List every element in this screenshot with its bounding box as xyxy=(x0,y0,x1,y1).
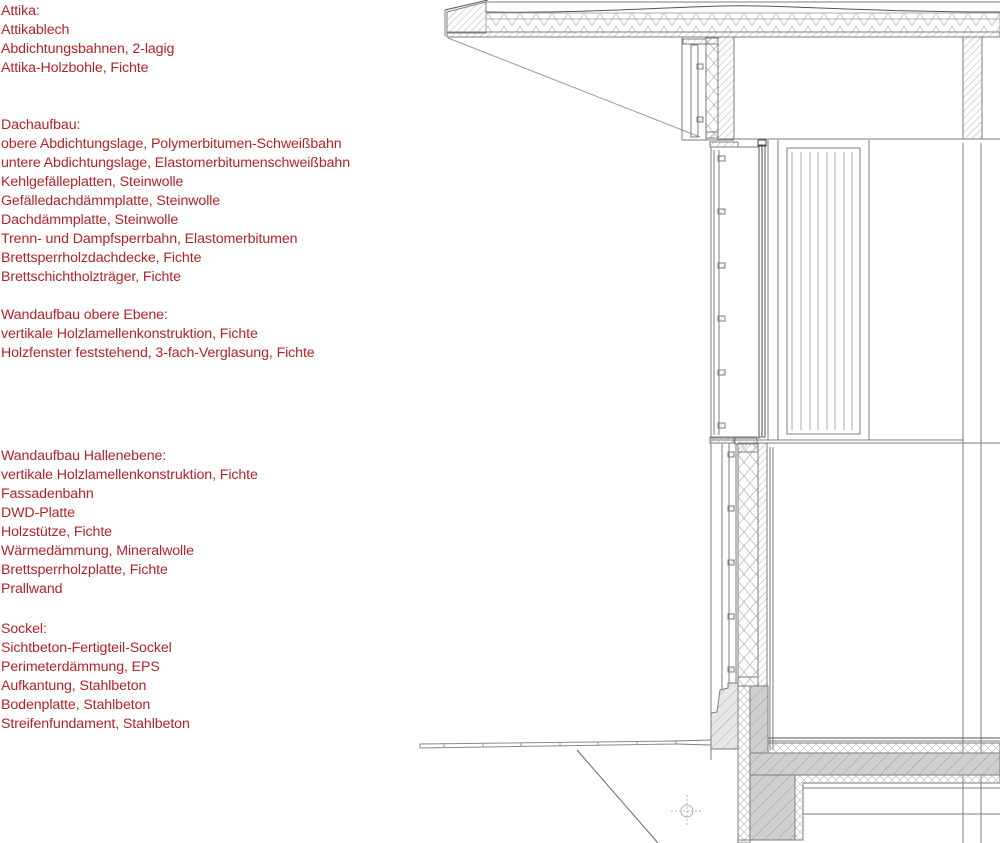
legend-group-wall-hall: Wandaufbau Hallenebene: vertikale Holzla… xyxy=(1,447,258,599)
legend-group-dachaufbau: Dachaufbau: obere Abdichtungslage, Polym… xyxy=(1,116,350,287)
legend-item: Perimeterdämmung, EPS xyxy=(1,659,160,675)
hall-wall-assembly xyxy=(710,442,774,760)
legend-group-attika: Attika: Attikablech Abdichtungsbahnen, 2… xyxy=(1,2,174,78)
beam xyxy=(717,36,735,140)
legend-item: vertikale Holzlamellenkonstruktion, Fich… xyxy=(1,326,258,342)
legend-item: Trenn- und Dampfsperrbahn, Elastomerbitu… xyxy=(1,231,298,247)
upper-wall-block xyxy=(681,36,719,141)
legend-item: Abdichtungsbahnen, 2-lagig xyxy=(1,41,175,57)
survey-point-icon xyxy=(671,795,703,827)
group-title: Wandaufbau Hallenebene: xyxy=(1,448,167,464)
group-title: Attika: xyxy=(1,3,40,19)
group-title: Dachaufbau: xyxy=(1,117,81,133)
legend-item: Gefälledachdämmplatte, Steinwolle xyxy=(1,193,221,209)
legend-item: Prallwand xyxy=(1,581,63,597)
legend-item: Aufkantung, Stahlbeton xyxy=(1,678,147,694)
legend-item: obere Abdichtungslage, Polymerbitumen-Sc… xyxy=(1,136,342,152)
legend-item: Holzfenster feststehend, 3-fach-Verglasu… xyxy=(1,345,315,361)
legend-item: Dachdämmplatte, Steinwolle xyxy=(1,212,179,228)
group-title: Wandaufbau obere Ebene: xyxy=(1,307,168,323)
legend-item: Brettsperrholzdachdecke, Fichte xyxy=(1,250,202,266)
legend-item: Brettsperrholzplatte, Fichte xyxy=(1,562,168,578)
roof-assembly xyxy=(444,0,1000,138)
legend-item: vertikale Holzlamellenkonstruktion, Fich… xyxy=(1,467,258,483)
legend-item: Kehlgefälleplatten, Steinwolle xyxy=(1,174,184,190)
legend-item: Fassadenbahn xyxy=(1,486,94,502)
legend-item: Attika-Holzbohle, Fichte xyxy=(1,60,149,76)
group-title: Sockel: xyxy=(1,621,47,637)
base-assembly xyxy=(419,682,1000,843)
legend-item: DWD-Platte xyxy=(1,505,75,521)
legend-item: Holzstütze, Fichte xyxy=(1,524,112,540)
legend-item: Streifenfundament, Stahlbeton xyxy=(1,716,190,732)
legend-item: Bodenplatte, Stahlbeton xyxy=(1,697,151,713)
legend-group-sockel: Sockel: Sichtbeton-Fertigteil-Sockel Per… xyxy=(1,620,190,734)
legend-group-wall-upper: Wandaufbau obere Ebene: vertikale Holzla… xyxy=(1,306,315,363)
legend-item: Attikablech xyxy=(1,22,70,38)
legend-item: untere Abdichtungslage, Elastomerbitumen… xyxy=(1,155,351,171)
legend-item: Sichtbeton-Fertigteil-Sockel xyxy=(1,640,172,656)
legend-item: Wärmedämmung, Mineralwolle xyxy=(1,543,194,559)
legend-item: Brettschichtholzträger, Fichte xyxy=(1,269,181,285)
